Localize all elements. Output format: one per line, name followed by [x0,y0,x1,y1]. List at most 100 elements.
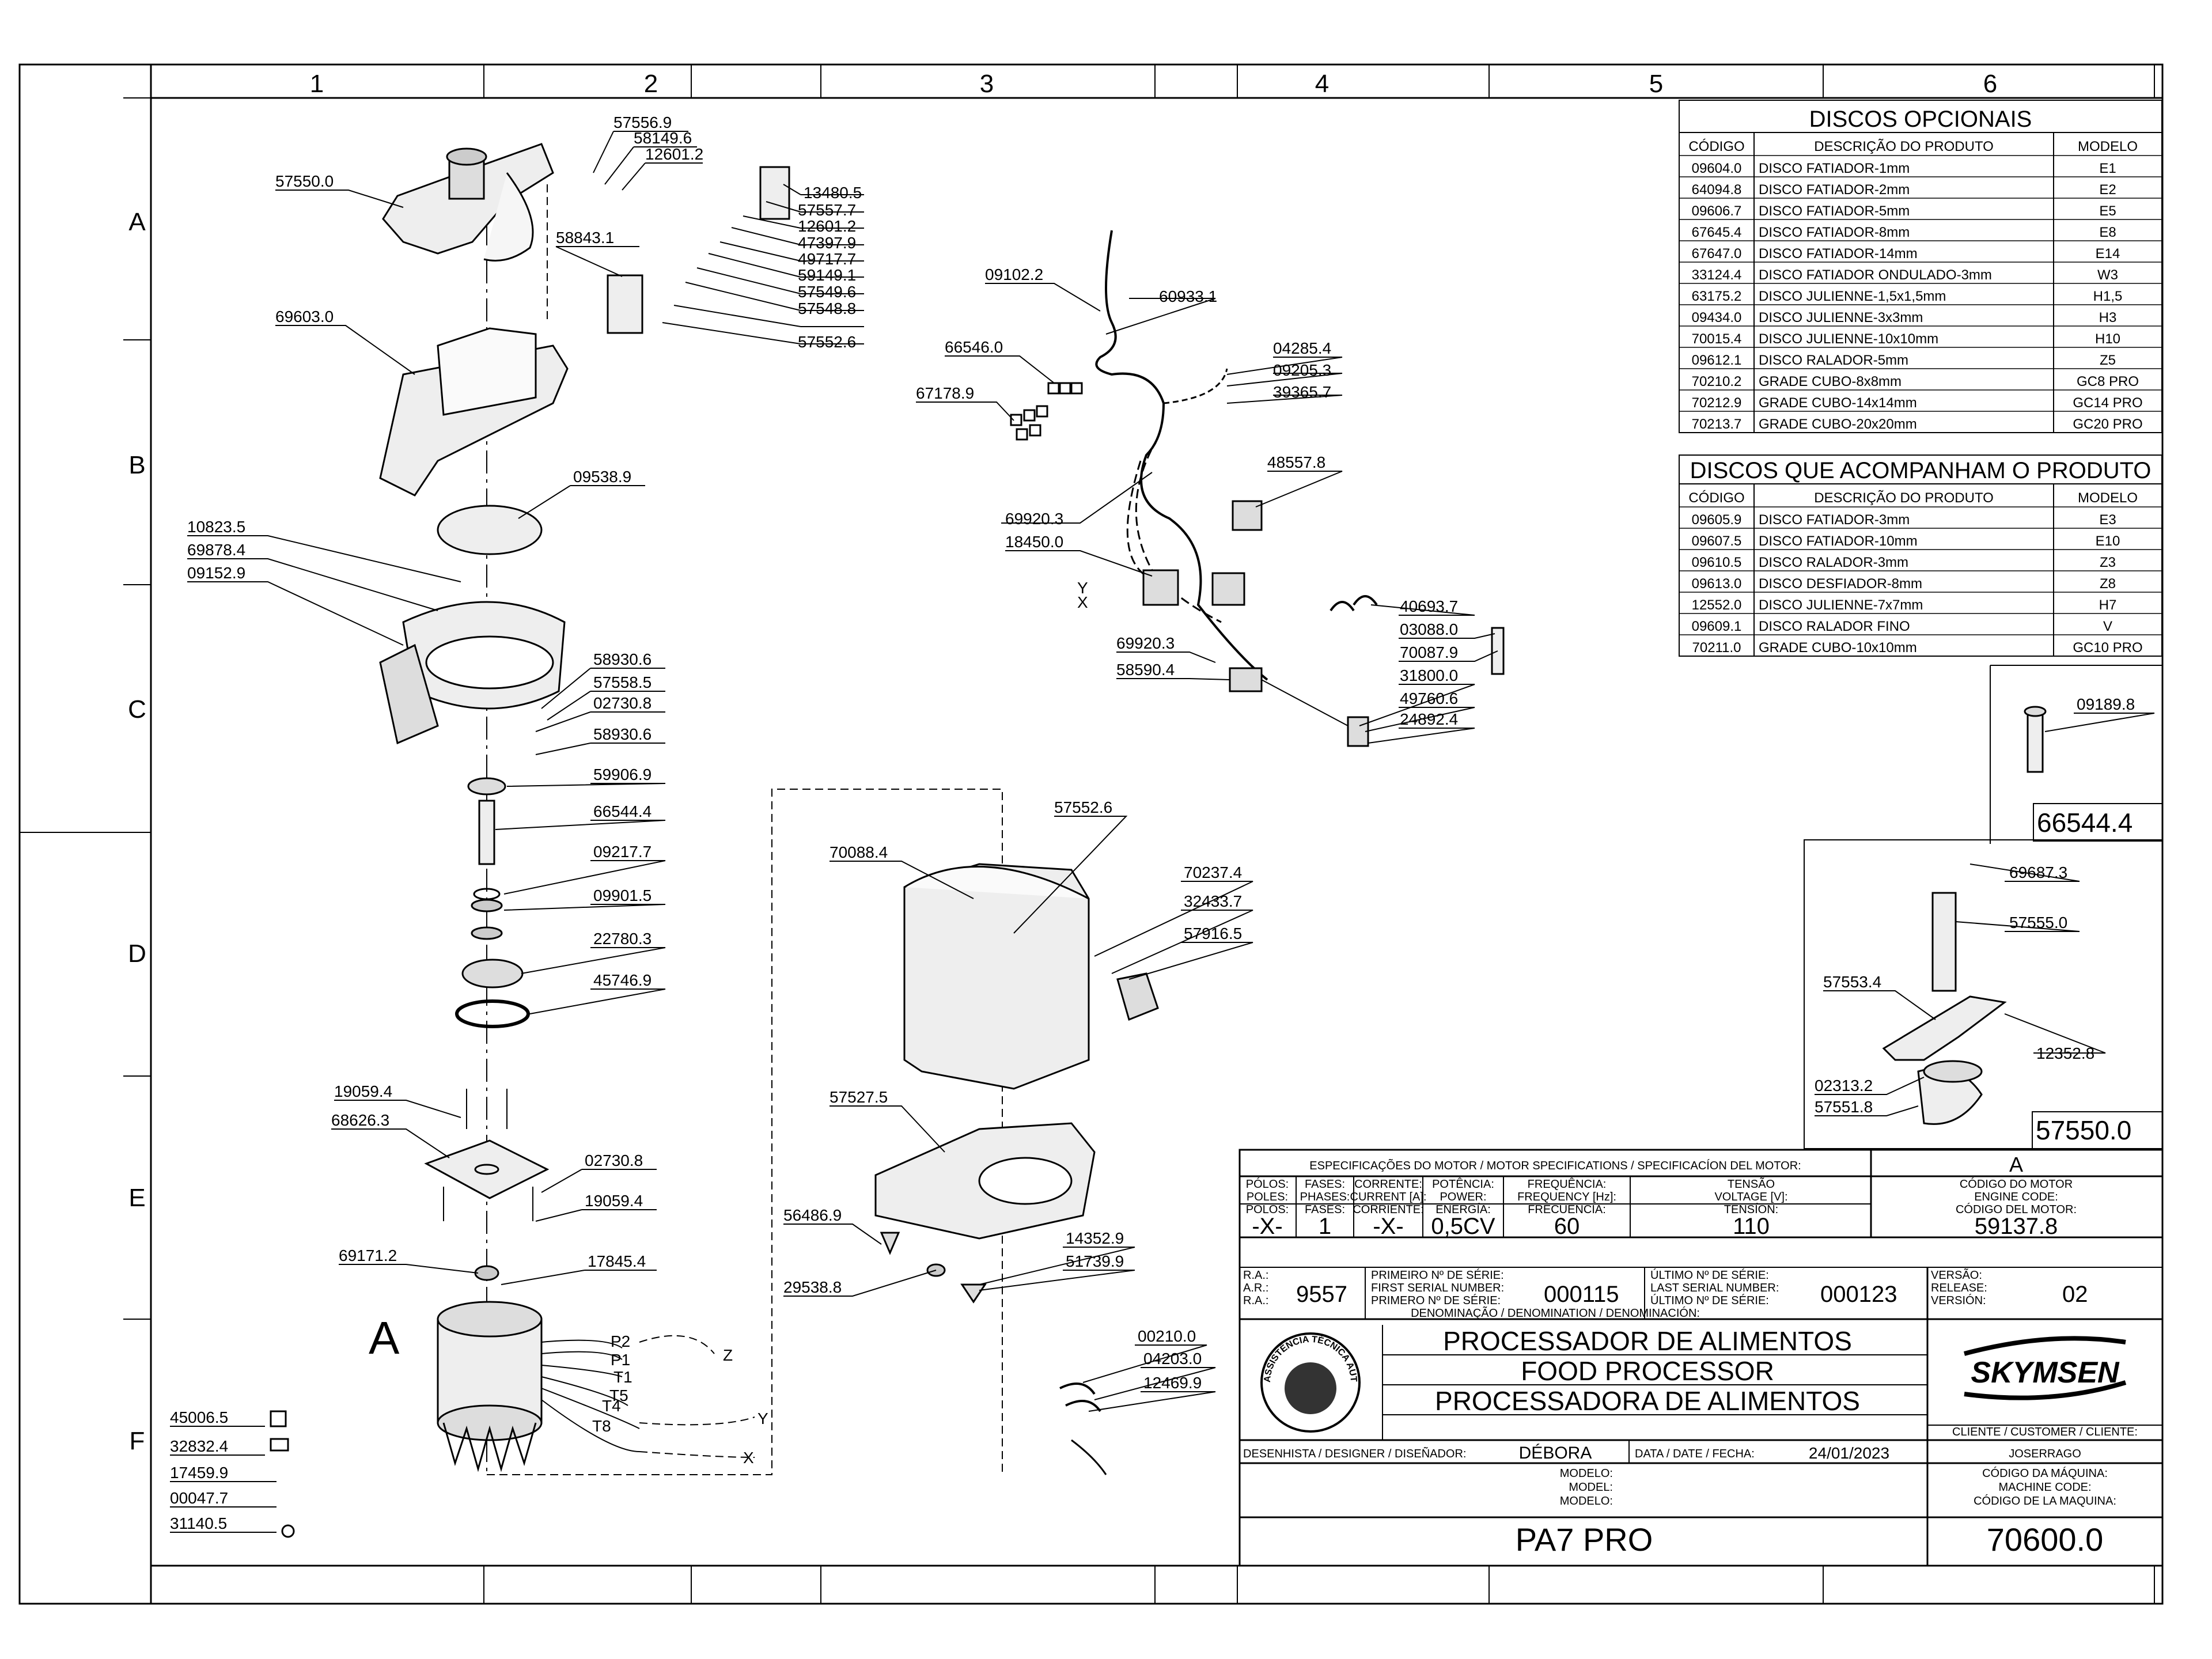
callout: 31140.5 [170,1514,227,1532]
motor-letter: A [369,1312,400,1363]
table-cell: E14 [2096,246,2120,262]
table-cell: DISCO DESFIADOR-8mm [1759,576,1922,592]
callout: 09189.8 [2077,695,2135,713]
model-value: PA7 PRO [1516,1521,1653,1558]
table-cell: 67645.4 [1692,225,1742,240]
callout: 02313.2 [1815,1077,1873,1094]
table-cell: GC8 PRO [2077,374,2139,389]
col-label-1: 1 [310,70,324,98]
callout: 14352.9 [1066,1229,1124,1247]
callout: 51739.9 [1066,1252,1124,1270]
hopper-part [379,327,569,497]
date-value: 24/01/2023 [1809,1444,1889,1462]
column-header: CÓDIGO [1688,490,1744,506]
callout: 67178.9 [916,384,974,402]
row-label-C: C [128,695,146,724]
wire-label: X [743,1449,754,1467]
table-cell: 09610.5 [1692,555,1742,570]
table-cell: GRADE CUBO-8x8mm [1759,374,1902,389]
last-serial-header: ÚLTIMO Nº DE SÉRIE: [1650,1268,1769,1282]
product-name-es: PROCESSADORA DE ALIMENTOS [1435,1386,1860,1416]
wire-label: T8 [592,1417,611,1435]
detail-label-57550: 57550.0 [2036,1115,2131,1145]
ra-header: R.A.: [1243,1269,1268,1282]
table-cell: DISCO FATIADOR-1mm [1759,161,1910,176]
callout: 69878.4 [187,541,245,559]
callout: 57527.5 [830,1088,888,1106]
table-cell: GRADE CUBO-10x10mm [1759,640,1917,656]
phases-header: PHASES: [1300,1191,1350,1203]
wire-label: T5 [609,1387,628,1404]
client-value: JOSERRAGO [2009,1448,2081,1460]
callout: 12352.8 [2036,1044,2094,1062]
engine-code-header: CÓDIGO DO MOTOR [1960,1177,2073,1191]
table-cell: Z3 [2100,555,2116,570]
detail-label-66544: 66544.4 [2037,808,2133,838]
table-frame [1679,454,2162,657]
table-cell: DISCO FATIADOR-10mm [1759,533,1918,549]
callout: 57552.6 [1054,798,1112,816]
relay-part-2 [1211,572,1245,606]
callout: 12601.2 [798,217,856,235]
callout: 57552.6 [798,333,856,351]
callout: 69920.3 [1116,634,1175,652]
callout: 18450.0 [1005,533,1063,551]
bracket-part [759,166,790,220]
table-cell: 09613.0 [1692,576,1742,592]
callout: 57916.5 [1184,925,1242,942]
callout: 29538.8 [783,1278,842,1296]
part-callouts: 57556.9 58149.6 12601.2 57550.0 13480.5 … [170,113,2135,1532]
table-cell: E5 [2099,203,2116,219]
callout: 57558.5 [593,673,652,691]
table-title: DISCOS OPCIONAIS [1809,107,2032,132]
version-value: 02 [2062,1282,2088,1307]
callout: 69687.3 [2009,863,2067,881]
current-value: -X- [1373,1214,1403,1239]
table-cell: DISCO JULIENNE-10x10mm [1759,331,1938,347]
svg-text:ASSISTÊNCIA TÉCNICA AUTORIZADA: ASSISTÊNCIA TÉCNICA AUTORIZADA [0,0,1358,1382]
col-label-3: 3 [980,70,994,98]
current-header: CURRENT [A]: [1350,1191,1427,1203]
row-label-E: E [128,1184,145,1212]
callout: 66546.0 [945,338,1003,356]
callout: 57556.9 [613,113,672,131]
table-frame [1679,100,2162,433]
denomination-header: DENOMINAÇÃO / DENOMINATION / DENOMINACIÓ… [1411,1306,1700,1320]
table-cell: DISCO FATIADOR-3mm [1759,512,1910,528]
table-cell: DISCO FATIADOR-14mm [1759,246,1918,262]
row-label-F: F [130,1427,145,1455]
leader-lines [170,131,2155,1533]
callout: 57555.0 [2009,914,2067,931]
table-cell: 09609.1 [1692,619,1742,634]
table-cell: DISCO JULIENNE-1,5x1,5mm [1759,289,1946,304]
table-cell: 70211.0 [1692,640,1741,656]
callout: 12601.2 [645,145,703,163]
callout: 59906.9 [593,766,652,783]
callout: 00047.7 [170,1489,228,1507]
machine-code-header: CÓDIGO DA MÁQUINA: [1982,1467,2108,1480]
table-cell: W3 [2097,267,2118,283]
freq-header: FREQUÊNCIA: [1528,1177,1607,1191]
col-label-2: 2 [644,70,658,98]
col-label-5: 5 [1649,70,1663,98]
callout: 04203.0 [1143,1350,1202,1368]
poles-value: -X- [1252,1214,1282,1239]
callout: 17845.4 [588,1252,646,1270]
callout: 57557.7 [798,201,856,219]
callout: 58149.6 [634,129,692,147]
callout: 02730.8 [593,694,652,712]
callout: 09217.7 [593,843,652,861]
phases-header: FASES: [1305,1178,1345,1191]
callout: 57550.0 [275,172,334,190]
brand-name: SKYMSEN [1971,1356,2120,1389]
terminal-part [1229,667,1263,692]
wire-label: T1 [613,1368,632,1386]
callout: 57553.4 [1823,973,1881,991]
voltage-header: VOLTAGE [V]: [1714,1191,1787,1203]
product-name-en: FOOD PROCESSOR [1521,1356,1774,1386]
callout: 09152.9 [187,564,245,582]
micro-switch-part [1347,716,1369,747]
callout: 48557.8 [1267,453,1325,471]
callout: 49760.6 [1400,690,1458,707]
engine-code-value: 59137.8 [1975,1214,2058,1239]
